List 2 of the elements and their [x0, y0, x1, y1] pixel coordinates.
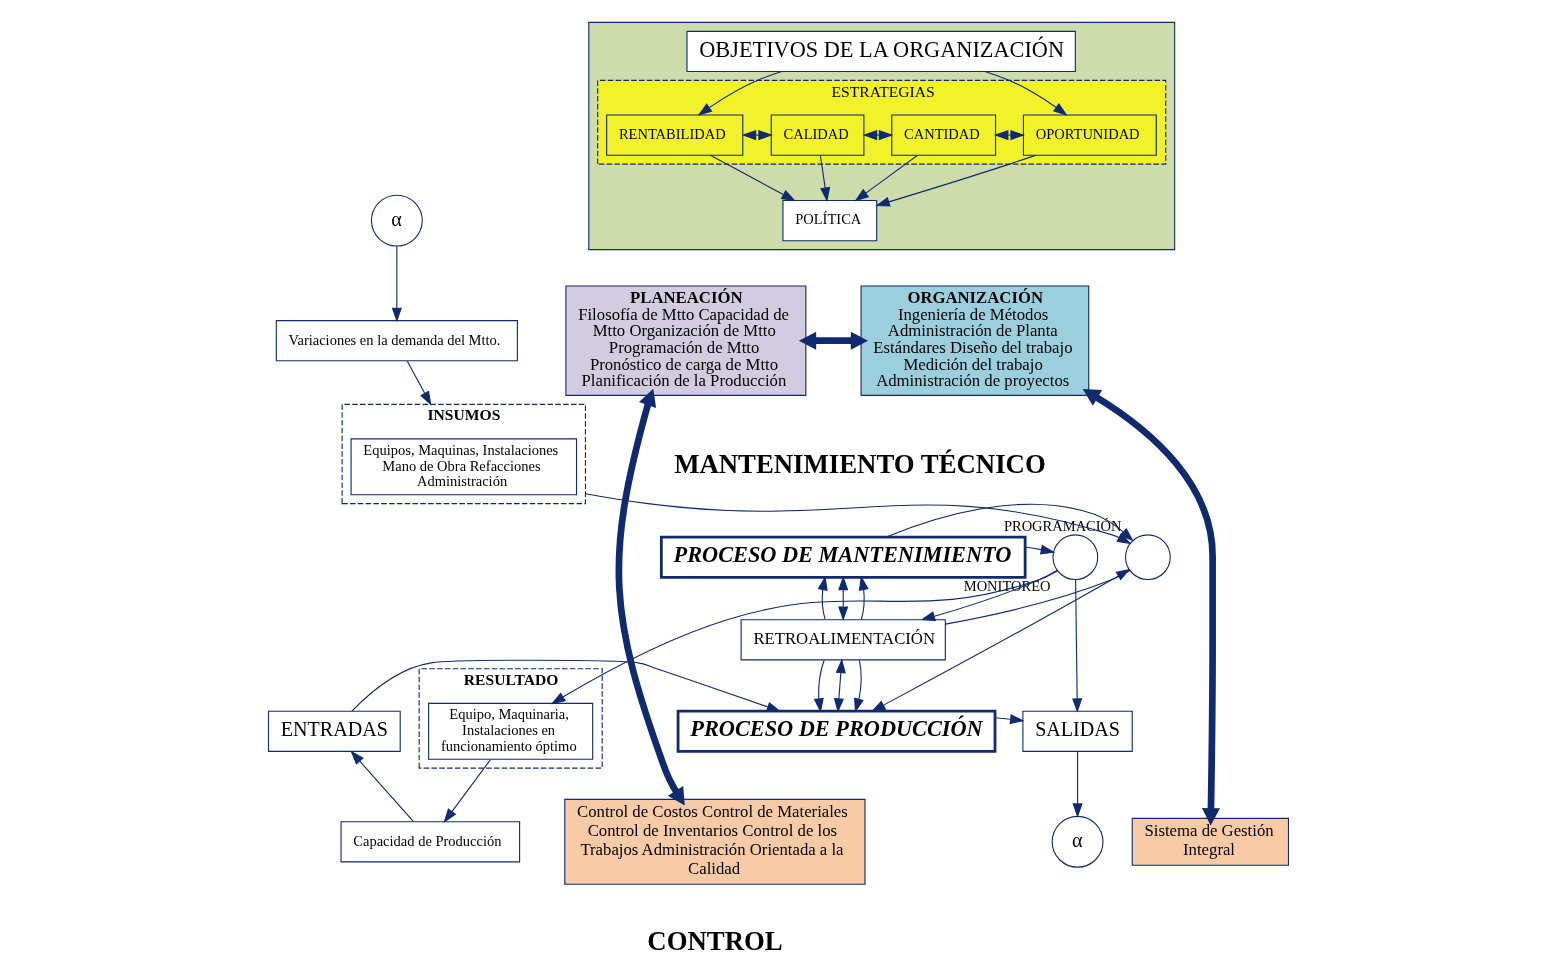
- label: CONTROL: [646, 925, 783, 956]
- label: MANTENIMIENTO TÉCNICO: [673, 448, 1046, 479]
